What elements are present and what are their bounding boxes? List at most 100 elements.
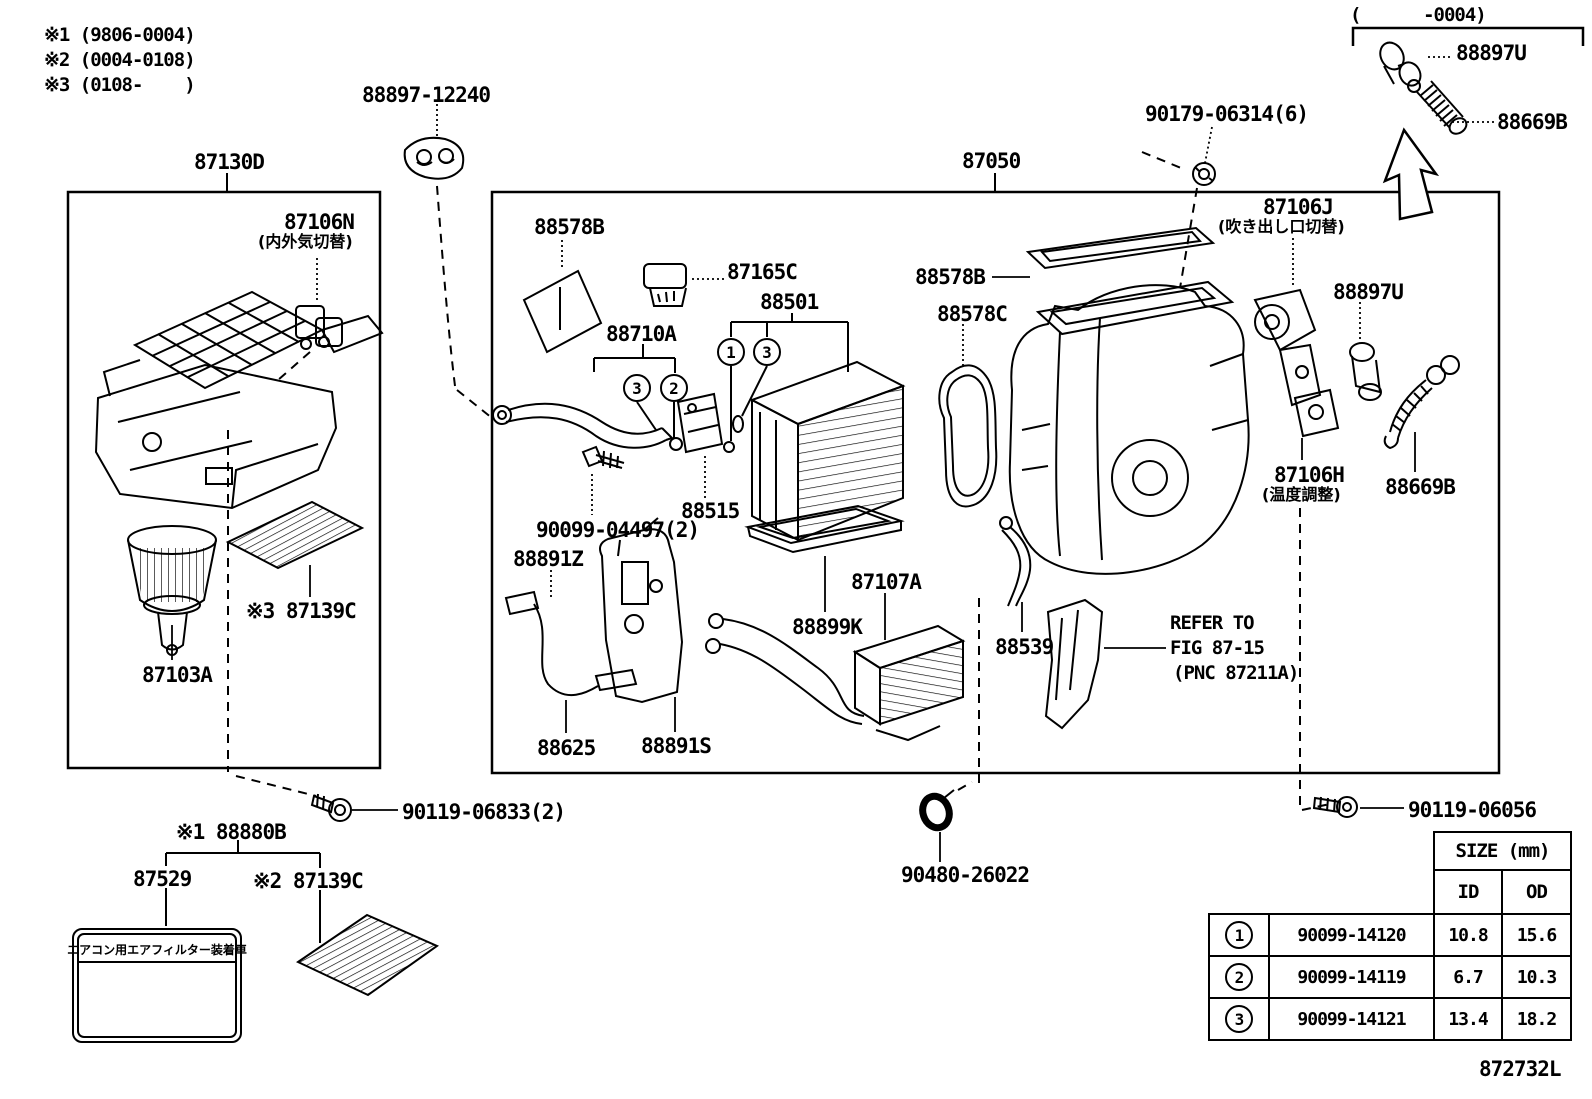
pipe-88710A-drawing (492, 402, 683, 469)
up-arrow-icon (1382, 127, 1440, 221)
table-row1-callout-cell: 1 (1208, 913, 1270, 957)
table-row3-od: 18.2 (1501, 997, 1572, 1041)
table-row2-od: 10.3 (1501, 955, 1572, 999)
solid-leaders (171, 276, 1416, 862)
part-label-87106H: 87106H (1274, 463, 1345, 487)
topright-bracket (1351, 26, 1585, 46)
part-label-87106N-jp: (内外気切替) (258, 232, 353, 251)
table-row2-part: 90099-14119 (1268, 955, 1435, 999)
part-label-87139C-2: ※2 87139C (253, 869, 364, 893)
clamp-88897-12240-drawing (403, 136, 465, 180)
part-label-90480-26022: 90480-26022 (901, 863, 1030, 887)
part-label-90119-06833: 90119-06833(2) (402, 800, 566, 824)
callout-1: 1 (717, 338, 745, 366)
part-label-87165C: 87165C (727, 260, 798, 284)
note-asterisk-1: ※1 (9806-0004) (44, 24, 196, 46)
part-label-88891S: 88891S (641, 734, 712, 758)
servo-87106H-drawing (1293, 388, 1340, 438)
servo-87106J-drawing (1253, 288, 1322, 407)
part-label-87103A: 87103A (142, 663, 213, 687)
refer-note-line2: FIG 87-15 (1170, 637, 1265, 659)
note-asterisk-2: ※2 (0004-0108) (44, 49, 196, 71)
evaporator-88501-drawing (749, 360, 906, 542)
callout-brackets (593, 313, 849, 441)
table-row3-callout-cell: 3 (1208, 997, 1270, 1041)
resistor-87165C-drawing (643, 263, 687, 307)
tray-88899K-drawing (744, 504, 905, 554)
table-row1-part: 90099-14120 (1268, 913, 1435, 957)
dashed-construction-lines (227, 151, 1331, 811)
date-range-bracket-note: ( -0004) (1350, 4, 1487, 26)
part-label-87139C-3: ※3 87139C (246, 599, 357, 623)
hvac-case-drawing (1008, 284, 1250, 575)
filter-notice-sticker: エアコン用エアフィルター装着車 (67, 928, 247, 1043)
part-label-87130D: 87130D (194, 150, 265, 174)
part-label-87106J: 87106J (1263, 195, 1334, 219)
strip-88578B-drawing (1025, 226, 1216, 270)
part-label-90119-06056: 90119-06056 (1408, 798, 1537, 822)
frame-88891S-drawing (599, 517, 684, 704)
part-label-87529: 87529 (133, 867, 192, 891)
part-label-90179-06314: 90179-06314(6) (1145, 102, 1309, 126)
case-opening-drawing (1035, 280, 1235, 336)
label-ticks (226, 173, 996, 192)
clamp-88897U-inner-drawing (1349, 342, 1382, 401)
table-id-header: ID (1433, 869, 1503, 915)
table-size-header: SIZE (mm) (1433, 831, 1572, 871)
part-label-88539: 88539 (995, 635, 1054, 659)
part-label-87050: 87050 (962, 149, 1021, 173)
blower-motor-drawing (127, 525, 217, 656)
cabin-filter3-drawing (225, 500, 365, 570)
refer-note-line1: REFER TO (1170, 612, 1255, 634)
part-label-88578C: 88578C (937, 302, 1008, 326)
part-label-90099-04497: 90099-04497(2) (536, 518, 700, 542)
callout-3: 3 (753, 338, 781, 366)
table-row3-id: 13.4 (1433, 997, 1503, 1041)
gasket-88578C-drawing (938, 364, 998, 508)
table-row3-part: 90099-14121 (1268, 997, 1435, 1041)
part-label-88501: 88501 (760, 290, 819, 314)
dotted-leaders (316, 56, 1494, 600)
cabin-filter2-drawing (295, 913, 440, 997)
part-label-88897U-inner: 88897U (1333, 280, 1404, 304)
table-od-header: OD (1501, 869, 1572, 915)
part-label-88578B-1: 88578B (534, 215, 605, 239)
part-label-88578B-2: 88578B (915, 265, 986, 289)
bolt-90119-06833-drawing (310, 793, 352, 822)
nut-90179-drawing (1192, 162, 1216, 186)
grommet-90480-drawing (919, 789, 955, 832)
plate-88578B-drawing (522, 269, 603, 354)
part-label-88899K: 88899K (792, 615, 863, 639)
blower-unit-drawing (94, 290, 384, 510)
hose-88669B-inner-drawing (1383, 355, 1460, 450)
clamp-88897U-top-drawing (1379, 41, 1422, 87)
part-label-87107A: 87107A (851, 570, 922, 594)
table-callout-2: 2 (1225, 963, 1253, 991)
callout-2: 2 (660, 374, 688, 402)
oring-drawings (723, 415, 744, 453)
part-label-88880B: ※1 88880B (176, 820, 287, 844)
sticker-text: エアコン用エアフィルター装着車 (67, 937, 247, 963)
heater-core-87107A-drawing (705, 613, 966, 742)
wire-88625-drawing (504, 590, 638, 697)
sticker-inner-border: エアコン用エアフィルター装着車 (67, 933, 247, 1038)
hose-88539-drawing (999, 516, 1032, 607)
valve-88515-drawing (676, 392, 724, 454)
diagram-code: 872732L (1479, 1057, 1562, 1081)
bracket-88880B (165, 840, 321, 943)
note-asterisk-3: ※3 (0108- ) (44, 74, 196, 96)
table-row2-callout-cell: 2 (1208, 955, 1270, 999)
refer-duct-drawing (1044, 598, 1104, 730)
part-label-87106J-jp: (吹き出し口切替) (1218, 217, 1345, 236)
table-row2-id: 6.7 (1433, 955, 1503, 999)
part-label-88669B-top: 88669B (1497, 110, 1568, 134)
part-label-88515: 88515 (681, 499, 740, 523)
bolt-90119-06056-drawing (1312, 796, 1358, 818)
part-label-88625: 88625 (537, 736, 596, 760)
spring-88669B-top-drawing (1407, 79, 1468, 135)
table-callout-1: 1 (1225, 921, 1253, 949)
callout-3b: 3 (623, 374, 651, 402)
part-label-87106H-jp: (温度調整) (1262, 485, 1341, 504)
